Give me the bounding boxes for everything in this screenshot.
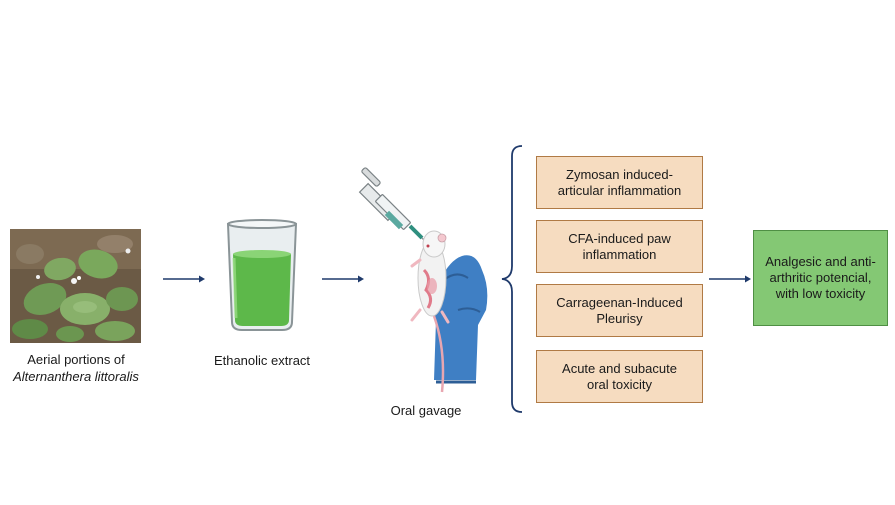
gloved-hand-icon [432, 255, 488, 384]
gavage-caption: Oral gavage [390, 403, 462, 418]
assay-cfa-line1: CFA-induced paw [568, 230, 671, 246]
assay-cfa: CFA-induced paw inflammation [536, 220, 703, 273]
curly-brace [501, 145, 523, 413]
oral-gavage-illustration [358, 167, 488, 393]
plant-species-name: Alternanthera littoralis [13, 369, 139, 384]
arrow-1 [163, 275, 205, 283]
arrow-3 [709, 275, 751, 283]
syringe-icon [358, 167, 431, 247]
result-box: Analgesic and anti- arthritic potencial,… [753, 230, 888, 326]
plant-caption: Aerial portions of Alternanthera littora… [0, 351, 152, 385]
assay-zymosan-line1: Zymosan induced- [566, 166, 673, 182]
result-line2: arthritic potencial, [769, 270, 872, 285]
plant-caption-line1: Aerial portions of [27, 352, 125, 367]
assay-carrageenan: Carrageenan-Induced Pleurisy [536, 284, 703, 337]
extract-caption: Ethanolic extract [213, 353, 311, 368]
assay-toxicity-line2: oral toxicity [586, 376, 652, 392]
beaker-icon [226, 219, 298, 331]
assay-zymosan-line2: articular inflammation [557, 182, 682, 198]
plant-caption-line2: Alternanthera littoralis [0, 368, 152, 385]
result-line3: with low toxicity [775, 286, 866, 301]
plant-photo [10, 229, 141, 343]
assay-toxicity-line1: Acute and subacute [562, 360, 677, 376]
assay-carrageenan-line1: Carrageenan-Induced [556, 294, 683, 310]
arrow-2 [322, 275, 364, 283]
mouse-icon [410, 230, 450, 393]
assay-carrageenan-line2: Pleurisy [596, 310, 643, 326]
assay-toxicity: Acute and subacute oral toxicity [536, 350, 703, 403]
assay-zymosan: Zymosan induced- articular inflammation [536, 156, 703, 209]
result-line1: Analgesic and anti- [765, 254, 876, 269]
assay-cfa-line2: inflammation [582, 246, 657, 262]
